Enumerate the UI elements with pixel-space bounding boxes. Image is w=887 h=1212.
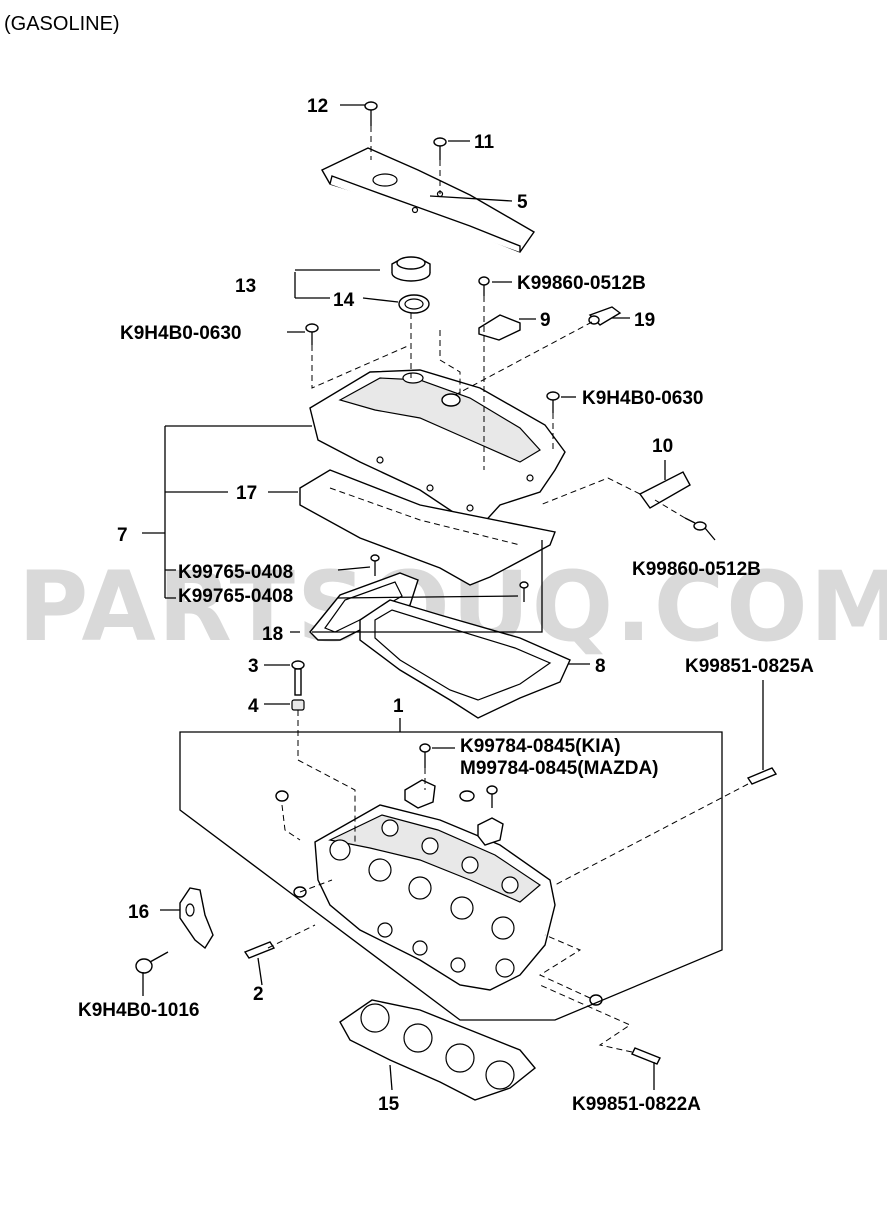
washer-4-part	[291, 699, 305, 711]
oil-cap-part	[391, 256, 431, 282]
callout-k9h4b0-1016: K9H4B0-1016	[78, 1000, 199, 1021]
bolt-12-part	[364, 101, 378, 126]
callout-9: 9	[540, 310, 551, 331]
diagram-title: (GASOLINE)	[4, 13, 120, 35]
bolt-k99765-b-part	[519, 581, 529, 602]
callout-15: 15	[378, 1094, 400, 1115]
bracket-16-part	[179, 887, 214, 950]
oil-cap-seal-part	[398, 294, 430, 314]
callout-k99784-0845-kia: K99784-0845(KIA)	[460, 736, 621, 757]
callout-14: 14	[333, 290, 355, 311]
leader-lines	[142, 104, 764, 1091]
callout-k9h4b0-0630-left: K9H4B0-0630	[120, 323, 241, 344]
bolt-k9h4b0-left-part	[305, 323, 319, 345]
bolt-11-part	[433, 137, 447, 160]
bolt-k99860-upper-part	[478, 276, 490, 296]
bolt-cam-part	[486, 785, 498, 808]
head-gasket-15-part	[339, 999, 536, 1101]
callout-11: 11	[474, 132, 495, 153]
callout-k99860-0512b-upper: K99860-0512B	[517, 273, 646, 294]
gasket-17-part	[299, 469, 556, 586]
callout-10: 10	[652, 436, 673, 457]
stud-k99851-0822a-part	[631, 1047, 661, 1065]
callout-13: 13	[235, 276, 256, 297]
bolt-k99765-a-part	[370, 554, 380, 576]
bracket-10-part	[638, 471, 691, 509]
callout-17: 17	[236, 483, 257, 504]
bracket-9-part	[478, 314, 521, 341]
callout-3: 3	[248, 656, 259, 677]
rocker-cover-part	[309, 369, 566, 528]
callout-7: 7	[117, 525, 128, 546]
callout-k99851-0822a: K99851-0822A	[572, 1094, 701, 1115]
callout-16: 16	[128, 902, 149, 923]
bolt-3-part	[291, 660, 305, 696]
callout-1: 1	[393, 696, 404, 717]
callout-4: 4	[248, 696, 259, 717]
callout-19: 19	[634, 310, 655, 331]
callout-k99860-0512b-lower: K99860-0512B	[632, 559, 761, 580]
callout-m99784-0845-mazda: M99784-0845(MAZDA)	[460, 758, 659, 779]
callout-k99765-0408-a: K99765-0408	[178, 562, 293, 583]
callout-5: 5	[517, 192, 528, 213]
gasket-18-part	[309, 572, 419, 641]
callout-18: 18	[262, 624, 283, 645]
bolt-k99860-lower-part	[684, 517, 707, 531]
stud-2-part	[243, 941, 276, 959]
callout-2: 2	[253, 984, 264, 1005]
sensor-19-part	[588, 306, 622, 326]
bolt-k9h4b0-1016-part	[135, 951, 169, 974]
callout-12: 12	[307, 96, 328, 117]
cam-cap-part	[404, 779, 504, 846]
bolt-k99784-part	[419, 743, 431, 768]
bolt-k9h4b0-right-part	[546, 391, 560, 413]
callout-k99851-0825a: K99851-0825A	[685, 656, 814, 677]
assembly-dash-lines	[267, 126, 749, 1053]
callout-k9h4b0-0630-right: K9H4B0-0630	[582, 388, 703, 409]
stud-k99851-0825a-part	[746, 767, 778, 785]
callout-8: 8	[595, 656, 606, 677]
cylinder-head-part	[314, 804, 556, 991]
callout-k99765-0408-b: K99765-0408	[178, 586, 293, 607]
